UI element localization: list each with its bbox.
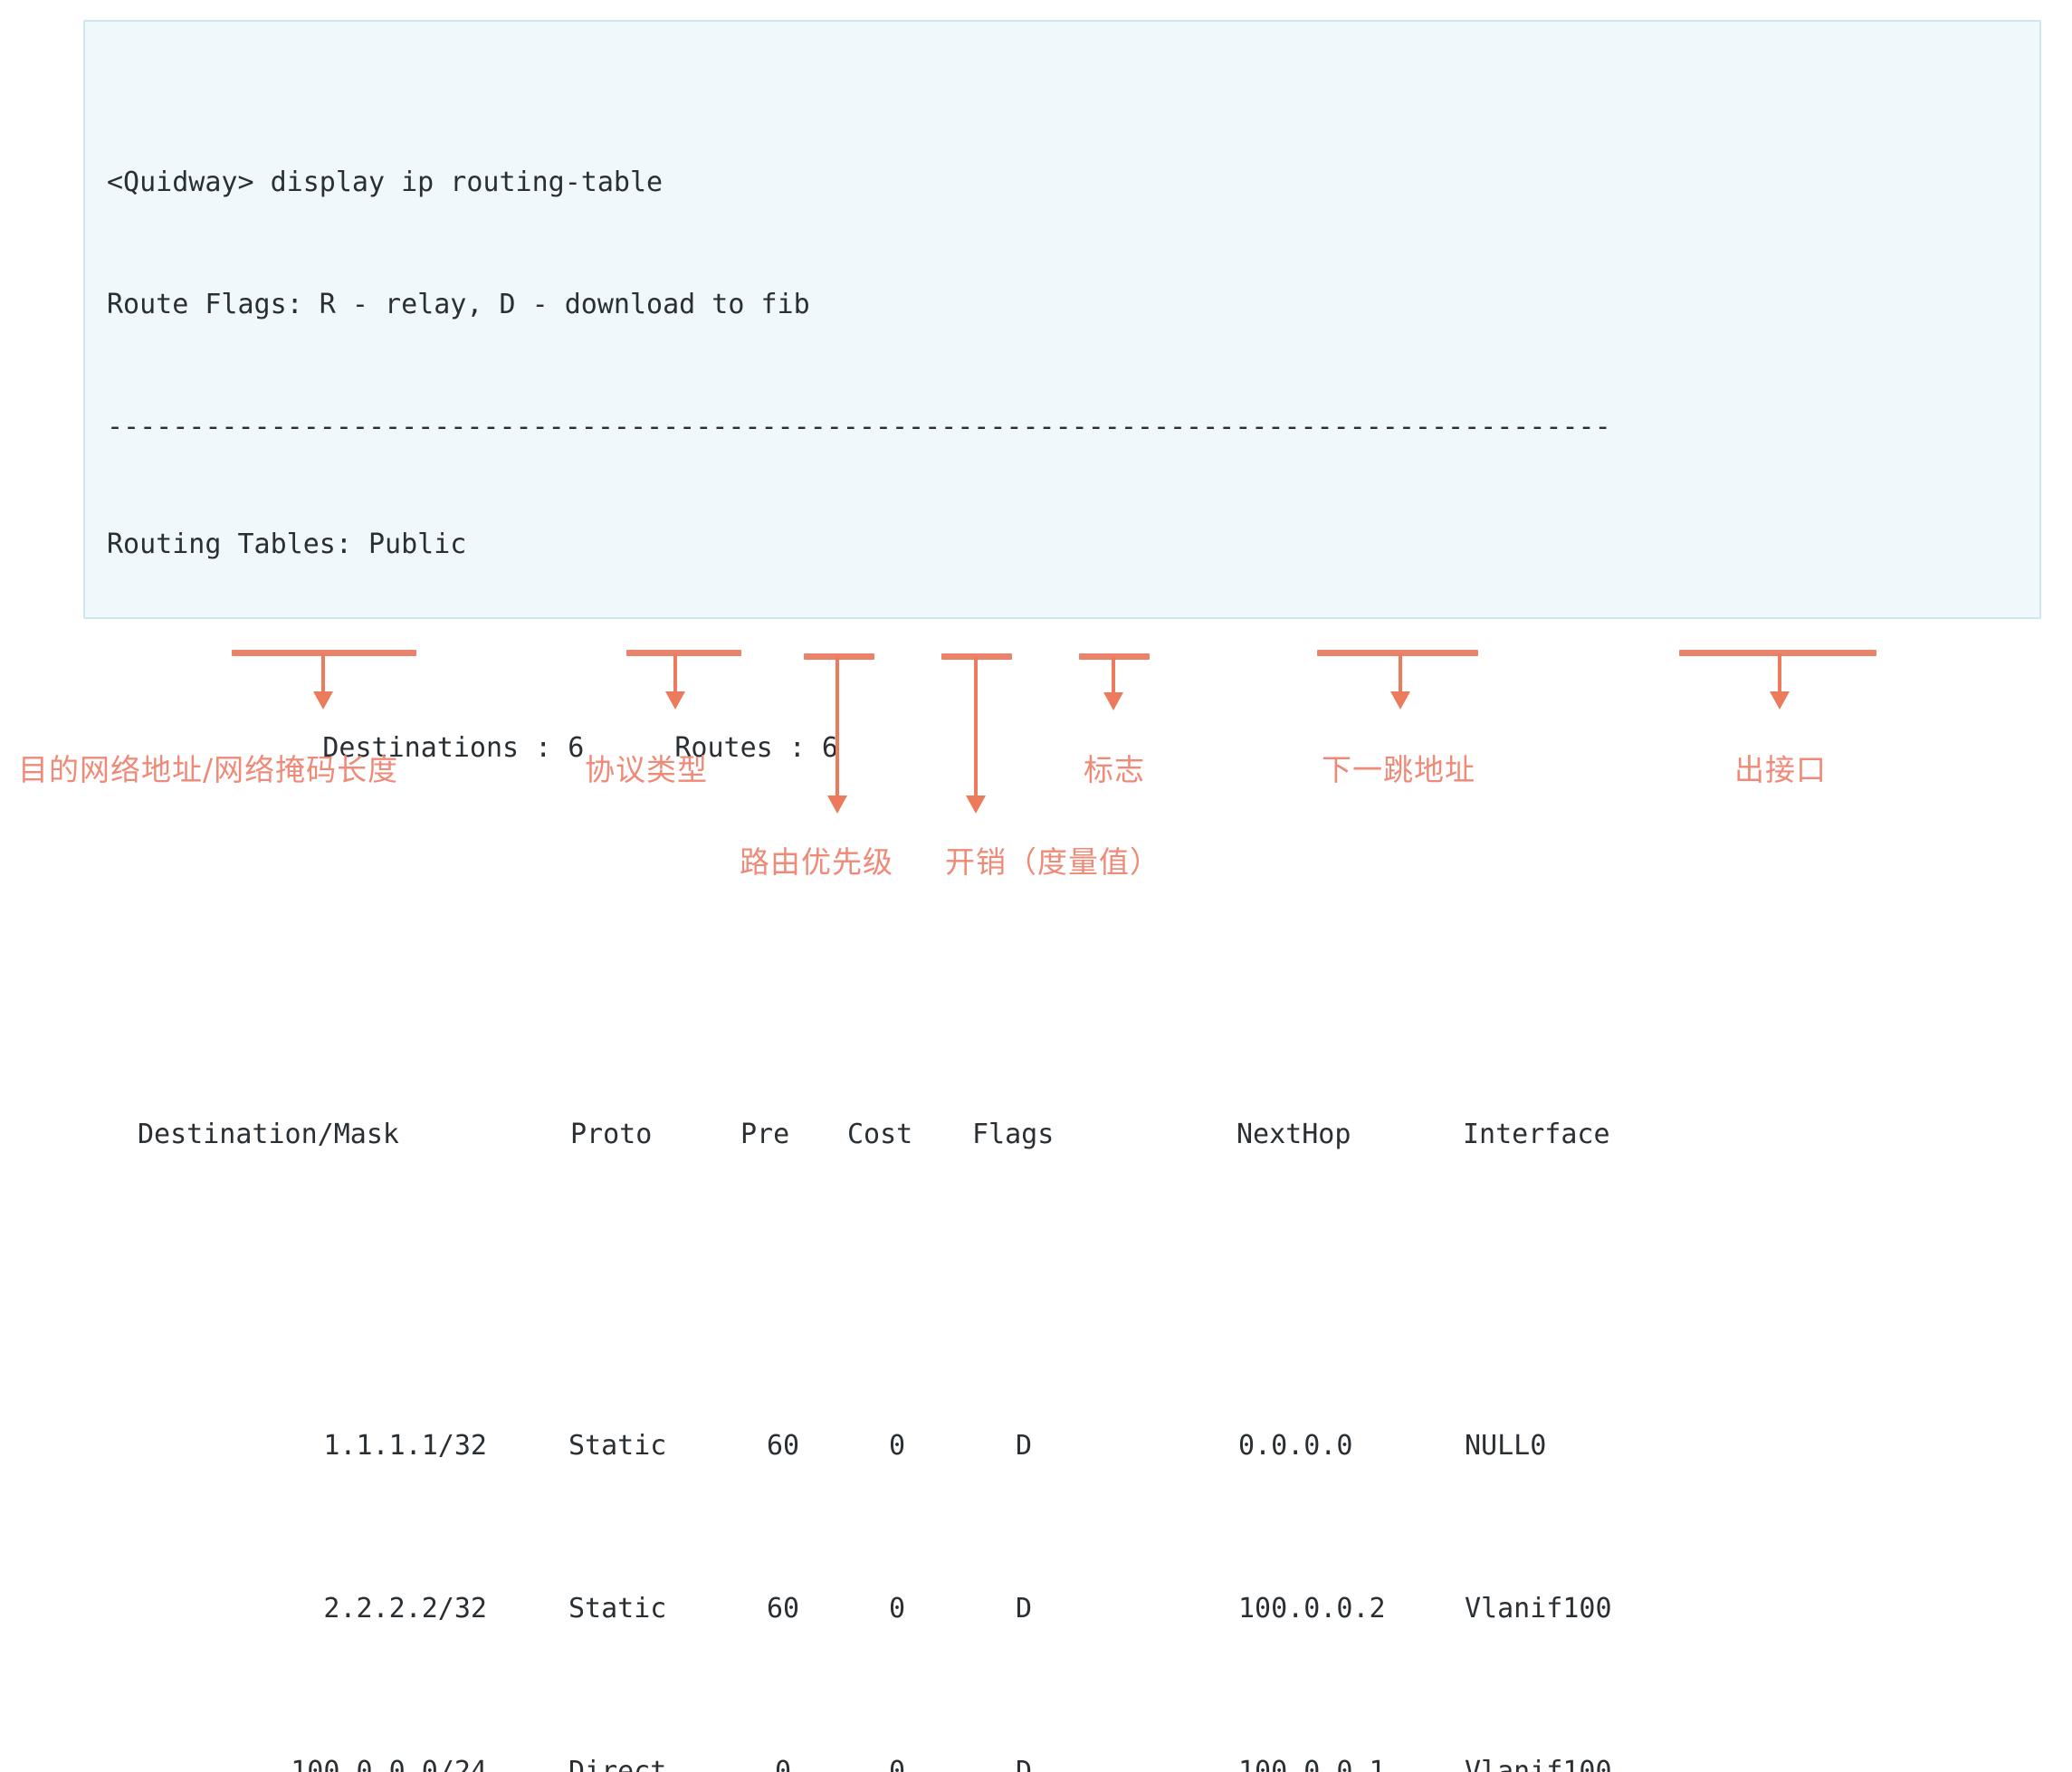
column-header-pre: Pre [740, 1119, 790, 1150]
cell-destination-mask: 1.1.1.1/32 [323, 1430, 487, 1462]
table-row: 100.0.0.0/24 Direct 0 0 D 100.0.0.1 Vlan… [107, 1751, 2030, 1772]
routes-count: Routes : 6 [674, 732, 838, 764]
cell-destination-mask: 2.2.2.2/32 [323, 1593, 487, 1624]
spacer [107, 1283, 2030, 1303]
cell-flags: D [1015, 1593, 1033, 1624]
cell-flags: D [1015, 1756, 1033, 1772]
cell-interface: NULL0 [1465, 1430, 1547, 1462]
cell-pre: 60 [766, 1430, 800, 1462]
cell-destination-mask: 100.0.0.0/24 [291, 1756, 487, 1772]
separator-rule: ----------------------------------------… [107, 411, 1611, 443]
spacer [107, 850, 2030, 870]
cell-proto: Static [568, 1430, 667, 1462]
cell-interface: Vlanif100 [1465, 1593, 1612, 1624]
cell-nexthop: 0.0.0.0 [1238, 1430, 1353, 1462]
table-row: 2.2.2.2/32 Static 60 0 D 100.0.0.2 Vlani… [107, 1588, 2030, 1629]
column-header-flags: Flags [972, 1119, 1055, 1150]
column-header-destination-mask: Destination/Mask [138, 1119, 399, 1150]
routing-table: Destination/Mask Proto Pre Cost Flags Ne… [107, 992, 2030, 1772]
cell-proto: Direct [568, 1756, 667, 1772]
cell-proto: Static [568, 1593, 667, 1624]
routing-tables-line: Routing Tables: Public [107, 529, 467, 560]
routing-table-output-panel: <Quidway> display ip routing-table Route… [83, 20, 2041, 1772]
column-header-cost: Cost [847, 1119, 913, 1150]
cell-pre: 0 [774, 1756, 792, 1772]
terminal-text-area: <Quidway> display ip routing-table Route… [107, 40, 2030, 1772]
column-header-interface: Interface [1463, 1119, 1610, 1150]
command-prompt-line: <Quidway> display ip routing-table [107, 167, 664, 198]
table-row: 1.1.1.1/32 Static 60 0 D 0.0.0.0 NULL0 [107, 1425, 2030, 1466]
cell-pre: 60 [766, 1593, 800, 1624]
cell-nexthop: 100.0.0.2 [1238, 1593, 1386, 1624]
table-header-row: Destination/Mask Proto Pre Cost Flags Ne… [107, 1114, 2030, 1161]
cell-cost: 0 [888, 1430, 906, 1462]
cell-cost: 0 [888, 1593, 906, 1624]
counts-line: Destinations : 6 Routes : 6 [107, 687, 2030, 764]
column-header-nexthop: NextHop [1237, 1119, 1351, 1150]
route-flags-legend-line: Route Flags: R - relay, D - download to … [107, 289, 810, 320]
column-header-proto: Proto [570, 1119, 653, 1150]
cell-interface: Vlanif100 [1465, 1756, 1612, 1772]
cell-nexthop: 100.0.0.1 [1238, 1756, 1386, 1772]
destinations-count: Destinations : 6 [322, 732, 585, 764]
cell-flags: D [1015, 1430, 1033, 1462]
cell-cost: 0 [888, 1756, 906, 1772]
